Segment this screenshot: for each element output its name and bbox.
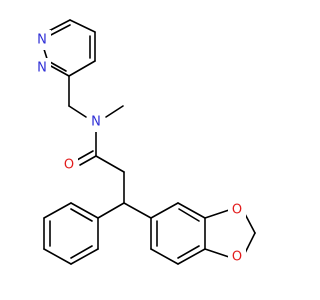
bond (177, 202, 206, 219)
bond (70, 245, 93, 259)
dioxole-o1-label: O (232, 203, 242, 218)
carbonyl-o-label: O (64, 158, 74, 173)
bond (43, 202, 72, 219)
bond (178, 208, 200, 222)
bond (68, 105, 87, 118)
label-background (33, 58, 51, 78)
amide-linker (68, 75, 125, 204)
bond (177, 248, 206, 265)
bond (150, 202, 179, 219)
molecule-canvas: N N N O O O (33, 19, 256, 267)
bond (76, 150, 94, 161)
label-background (33, 30, 51, 50)
bond (97, 202, 125, 219)
bond (244, 213, 256, 234)
bond (95, 155, 125, 173)
bond (48, 64, 70, 77)
bond (70, 248, 99, 265)
label-background (87, 112, 105, 132)
bond (244, 232, 256, 254)
bond (43, 248, 72, 265)
bond (49, 61, 67, 72)
label-background (228, 200, 246, 220)
bond (105, 105, 124, 118)
pyrimidine-n2-label: N (37, 61, 47, 76)
bond (79, 155, 97, 166)
atom-labels: N N N O O O (33, 30, 246, 267)
bond (204, 248, 230, 258)
phenyl-ring (43, 202, 125, 265)
bond (69, 19, 96, 33)
bond (68, 60, 96, 77)
bond (70, 202, 99, 219)
pyrimidine-n1-label: N (37, 33, 47, 48)
bond (150, 248, 179, 265)
amide-n-label: N (91, 115, 101, 130)
bond (70, 208, 93, 222)
dioxole-o2-label: O (232, 250, 242, 265)
benzodioxole-ring (123, 202, 206, 265)
label-background (228, 247, 246, 267)
dioxole-ring (204, 209, 256, 258)
skeletal-structure-drawing: N N N O O O (33, 19, 256, 267)
label-background (60, 155, 78, 175)
bond (177, 245, 200, 259)
bond (204, 209, 230, 219)
bond (123, 202, 152, 219)
